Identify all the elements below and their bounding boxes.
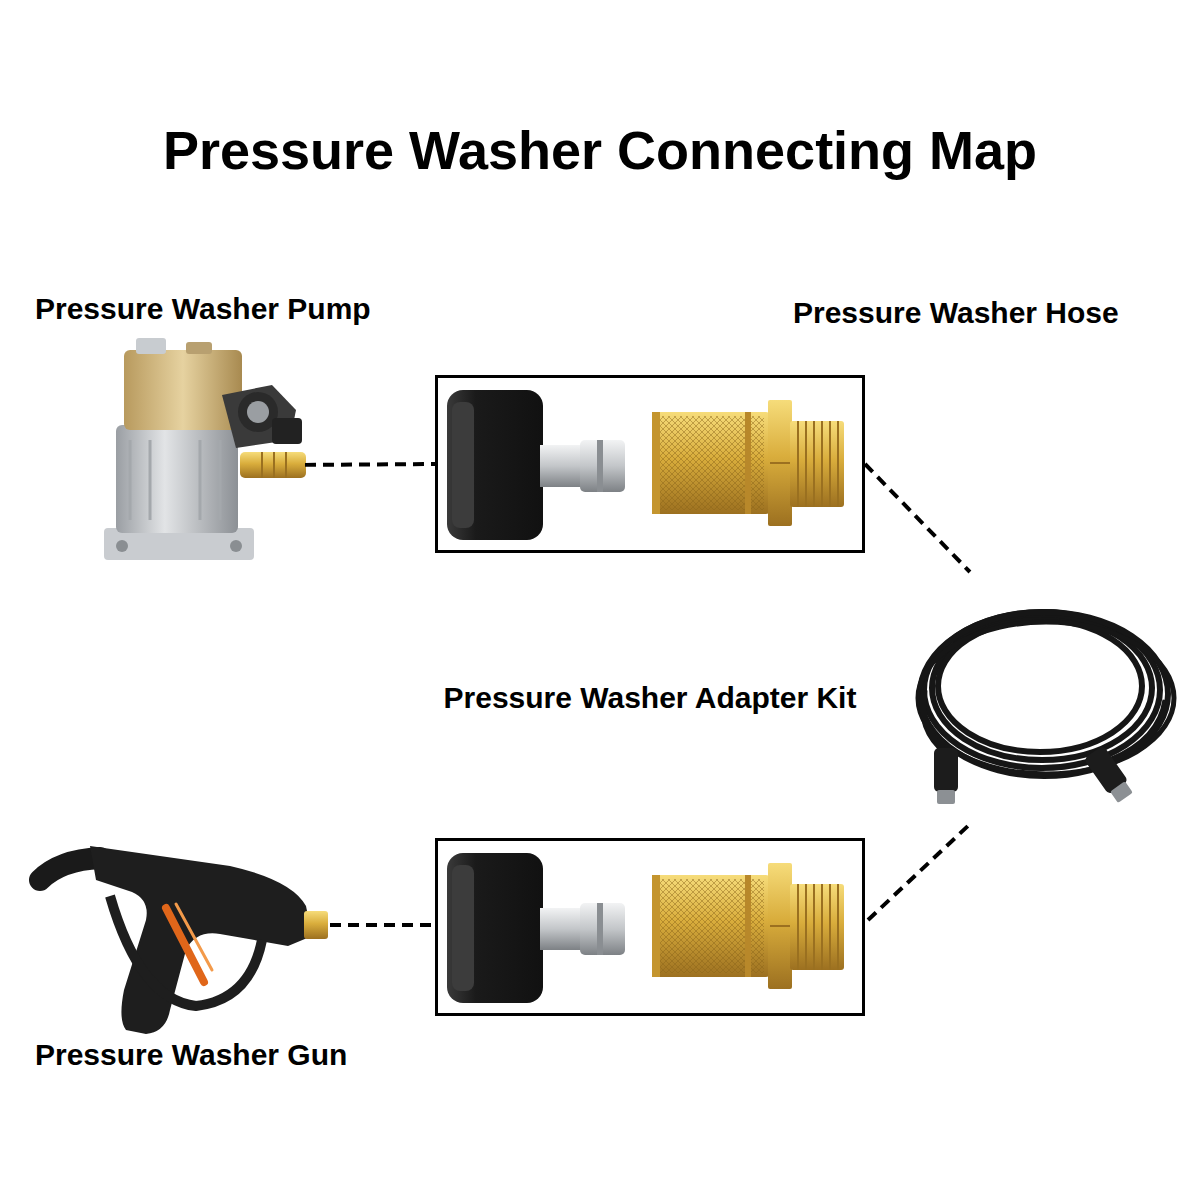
part-label: Pressure Washer Adapter Kit: [444, 681, 857, 715]
pump-illustration: [104, 338, 306, 560]
part-node: Pressure Washer Hose: [905, 572, 1170, 837]
part-node: Pressure Washer Pump: [100, 340, 305, 565]
adapter-kit-box: Pressure Washer Adapter Kit: [435, 375, 865, 553]
part-label: Pressure Washer Pump: [35, 292, 371, 326]
adapter-kit-illustration: [447, 853, 844, 1003]
gun-illustration: [40, 846, 328, 1034]
dashed-connector: [865, 464, 970, 572]
adapter-kit-frame: [437, 840, 864, 1015]
diagram-title: Pressure Washer Connecting Map: [0, 118, 1200, 182]
dashed-leader: [330, 824, 970, 925]
part-label: Pressure Washer Gun: [35, 1038, 347, 1072]
adapter-kit-illustration: [447, 390, 844, 540]
part-label: Pressure Washer Hose: [793, 296, 1119, 330]
hose-fitting: [934, 745, 1135, 805]
dashed-connector: [305, 462, 435, 467]
part-node: Pressure Washer Gun: [40, 840, 330, 1035]
